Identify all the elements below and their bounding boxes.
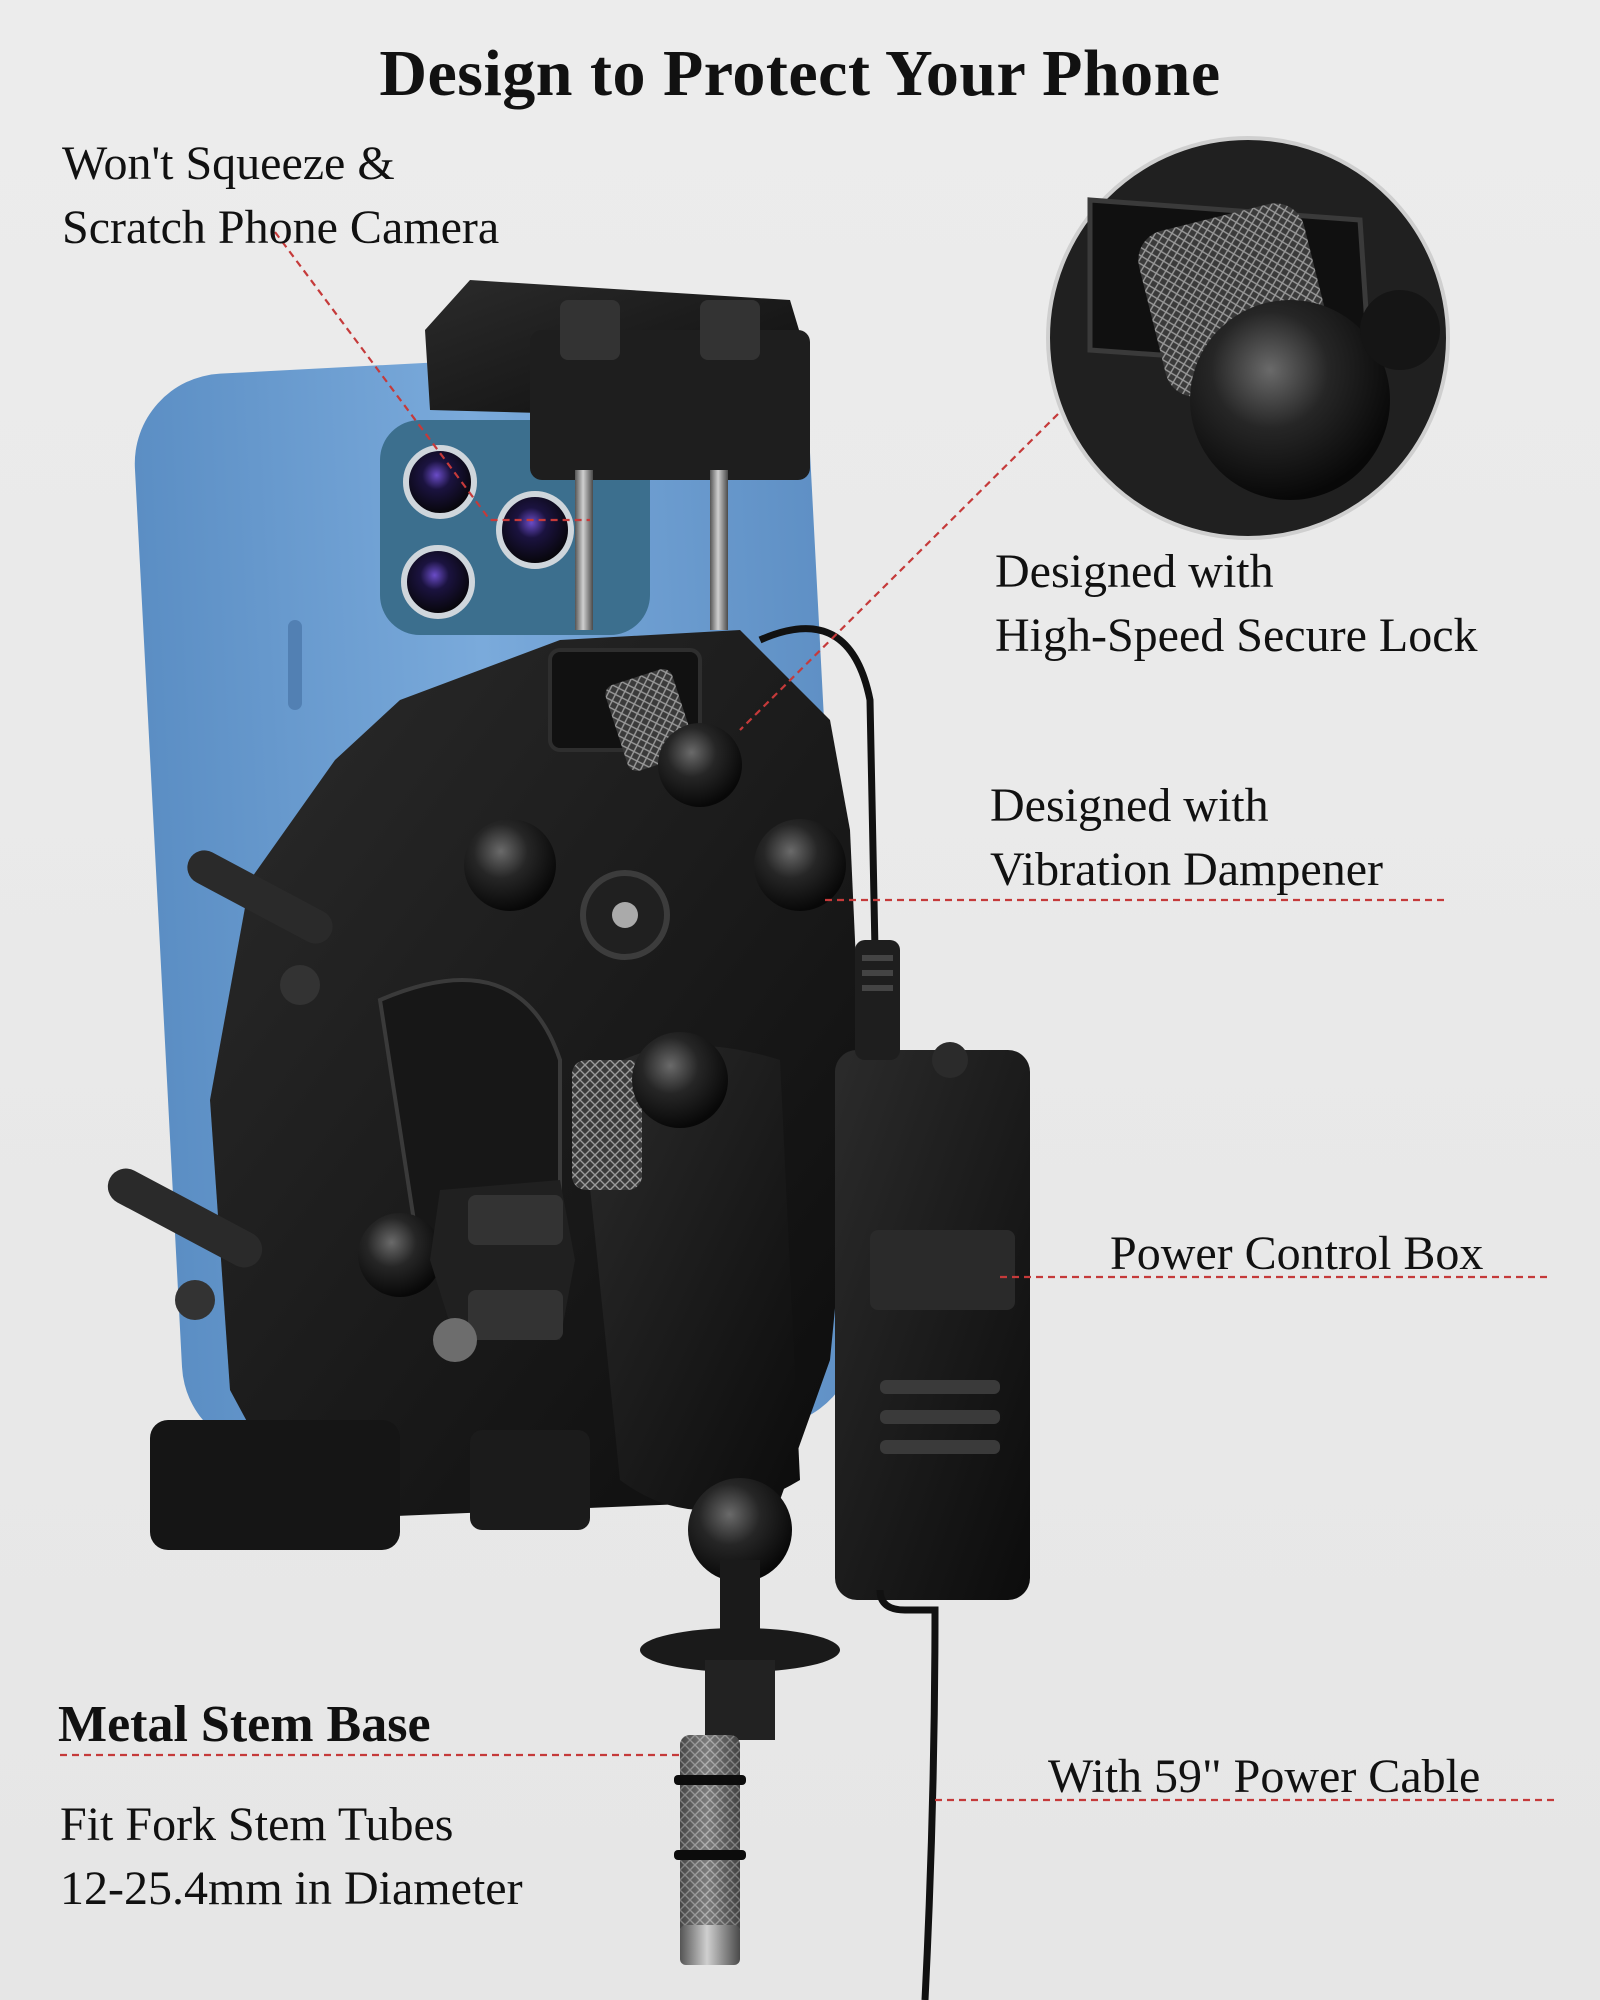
power-cable-lower [876,1589,939,2000]
callout-stem-heading: Metal Stem Base [58,1696,431,1753]
callout-camera-line1: Won't Squeeze & [62,137,395,190]
callout-camera: Won't Squeeze & Scratch Phone Camera [62,132,499,260]
callout-dampener-line1: Designed with [990,779,1269,832]
tension-knob-icon [430,1180,575,1362]
callout-cable-line1: With 59" Power Cable [1048,1750,1481,1803]
power-cable-upper [758,625,879,951]
callout-power-box: Power Control Box [1110,1222,1483,1286]
callout-lock-line1: Designed with [995,545,1274,598]
secure-lock-zoom-inset [1046,136,1450,540]
side-arms [107,850,333,1320]
callout-pointers [60,231,1555,1802]
callout-lock-line2: High-Speed Secure Lock [995,609,1478,662]
callout-lock: Designed with High-Speed Secure Lock [995,540,1478,668]
top-clamp [425,280,810,630]
callout-dampener: Designed with Vibration Dampener [990,774,1383,902]
page-title: Design to Protect Your Phone [379,37,1221,110]
callout-stem-line1: Fit Fork Stem Tubes [60,1798,454,1851]
callout-stem: Fit Fork Stem Tubes 12-25.4mm in Diamete… [60,1793,523,1921]
secure-lock-knob-icon [548,648,742,807]
callout-power-box-line1: Power Control Box [1110,1227,1484,1280]
metal-stem-base [640,1560,840,1965]
double-socket-arm [572,1032,800,1582]
callout-cable: With 59" Power Cable [1048,1745,1480,1809]
callout-camera-line2: Scratch Phone Camera [62,201,500,254]
callout-dampener-line2: Vibration Dampener [990,843,1383,896]
vibration-dampener-icon [358,819,846,1297]
callout-stem-line2: 12-25.4mm in Diameter [60,1862,523,1915]
power-control-box [835,940,1030,1600]
